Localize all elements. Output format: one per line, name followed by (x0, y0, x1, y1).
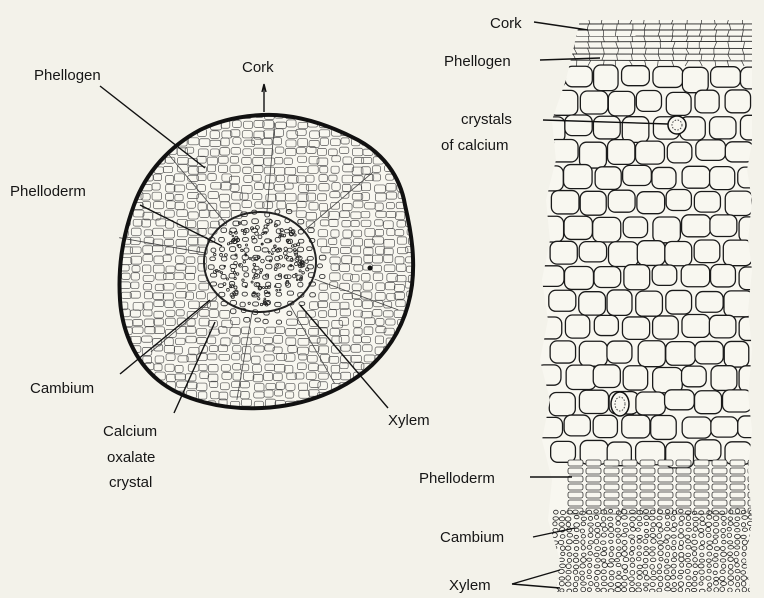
label-phellogen-right: Phellogen (444, 53, 511, 70)
label-cambium-right: Cambium (440, 529, 504, 546)
label-cork-left: Cork (242, 59, 274, 76)
crystal-cell-bottom (611, 392, 629, 416)
phelloderm-layer (568, 460, 763, 514)
label-phellogen-left: Phellogen (34, 67, 101, 84)
crystal-dot (368, 266, 373, 271)
label-phelloderm-right: Phelloderm (419, 470, 495, 487)
label-calcium-line1: Calcium (103, 423, 157, 440)
label-crystals-line2: of calcium (441, 137, 509, 154)
label-xylem-left: Xylem (388, 412, 430, 429)
label-phelloderm-left: Phelloderm (10, 183, 86, 200)
label-xylem-right: Xylem (449, 577, 491, 594)
label-calcium-line2: oxalate (107, 449, 155, 466)
label-calcium-line3: crystal (109, 474, 152, 491)
label-cork-right: Cork (490, 15, 522, 32)
longitudinal-strip (530, 15, 764, 598)
crystal-cell-top (668, 116, 686, 134)
cross-section-disc (119, 111, 430, 418)
label-crystals-line1: crystals (461, 111, 512, 128)
label-cambium-left: Cambium (30, 380, 94, 397)
